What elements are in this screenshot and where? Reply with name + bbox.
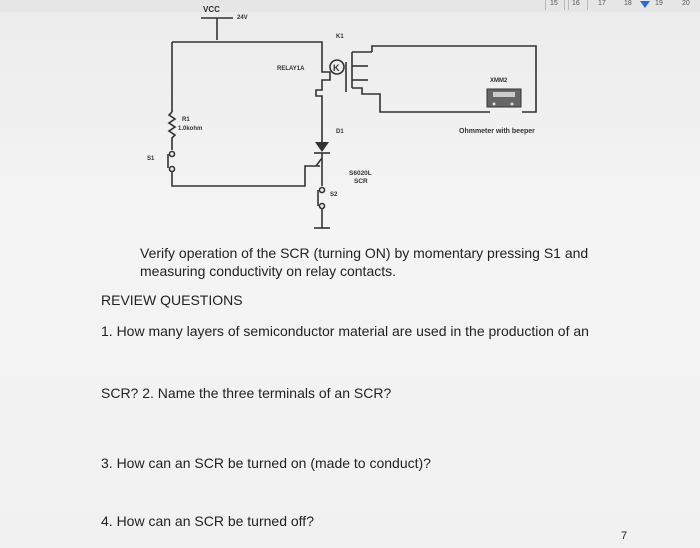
meter-wire-bottom: [372, 93, 490, 113]
ruler: 15 16 17 18 19 20: [0, 0, 700, 12]
r1-label: R1: [182, 117, 190, 123]
ruler-box: [568, 0, 588, 10]
ohmmeter-label: Ohmmeter with beeper: [459, 128, 535, 135]
relay-label: RELAY1A: [277, 66, 305, 72]
s1-label: S1: [147, 156, 155, 162]
relay-contact-foot: [352, 87, 372, 95]
relay-symbol: K: [333, 63, 340, 73]
ohmmeter-terminal: [510, 102, 514, 106]
question-3: 3. How can an SCR be turned on (made to …: [101, 455, 431, 471]
ruler-number: 19: [655, 0, 663, 7]
top-wire: [172, 41, 323, 62]
scr-triangle: [315, 142, 329, 152]
ohmmeter-terminal: [492, 102, 496, 106]
ohmmeter-display: [493, 92, 515, 97]
instruction-line-1: Verify operation of the SCR (turning ON)…: [140, 245, 589, 261]
vcc-value: 24V: [237, 15, 248, 21]
k1-label: K1: [336, 34, 344, 40]
s2-contact: [318, 186, 326, 194]
s2-label: S2: [330, 192, 338, 198]
question-1-2: SCR? 2. Name the three terminals of an S…: [101, 385, 392, 401]
scr-part-label: S6020L: [349, 170, 372, 177]
ruler-number: 20: [682, 0, 690, 7]
instruction-line-2: measuring conductivity on relay contacts…: [140, 263, 397, 279]
ruler-number: 15: [550, 0, 558, 7]
xmm-label: XMM2: [490, 78, 508, 84]
ruler-box: [545, 0, 565, 10]
question-4: 4. How can an SCR be turned off?: [101, 513, 314, 529]
s1-contact: [168, 165, 176, 173]
relay-coil-wire: [315, 62, 331, 132]
relay-coil-circle: [329, 59, 345, 75]
question-1: 1. How many layers of semiconductor mate…: [101, 323, 589, 339]
r1-value: 1.0kohm: [178, 126, 202, 132]
ruler-number: 17: [598, 0, 606, 7]
vcc-label: VCC: [203, 5, 220, 14]
ruler-number: 16: [572, 0, 580, 7]
s2-contact: [318, 202, 326, 210]
page-number: 7: [621, 530, 628, 542]
ohmmeter-body: [486, 88, 522, 108]
ruler-number: 18: [624, 0, 632, 7]
gate-wire: [171, 165, 320, 187]
review-heading: REVIEW QUESTIONS: [101, 292, 243, 308]
ruler-indent-marker[interactable]: [640, 1, 650, 8]
r1-resistor: [167, 111, 177, 150]
meter-wire-top: [371, 45, 537, 113]
circuit-schematic: VCC 24V R1 1.0kohm S1 K1 RELAY1A K XMM2: [147, 5, 537, 229]
scr-gate-lead: [315, 157, 323, 167]
scr-type-label: SCR: [354, 178, 368, 185]
d1-label: D1: [336, 129, 344, 135]
s1-contact: [168, 150, 176, 158]
